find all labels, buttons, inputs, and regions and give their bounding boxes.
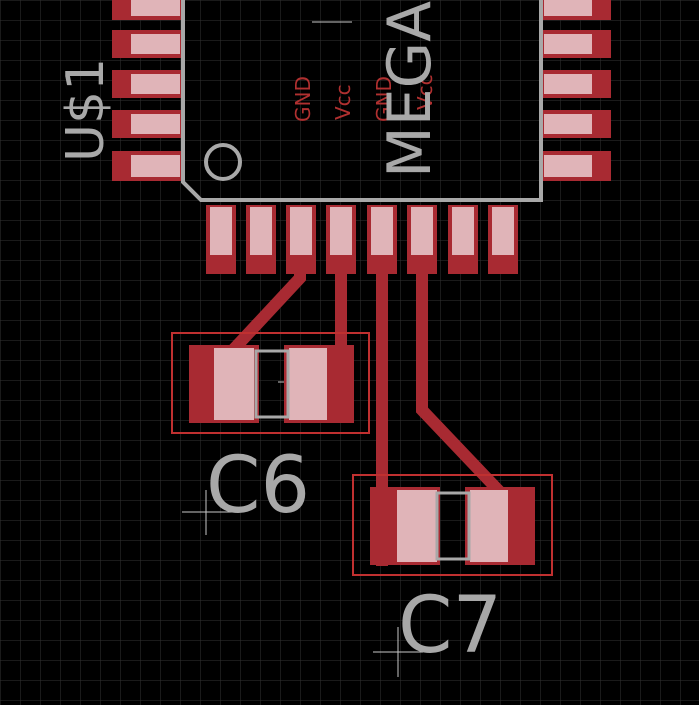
pad[interactable] bbox=[112, 0, 182, 20]
pad[interactable] bbox=[286, 205, 316, 274]
capacitor-c6[interactable] bbox=[171, 332, 370, 434]
pad[interactable] bbox=[206, 205, 236, 274]
c6-keepout bbox=[171, 332, 370, 434]
part-name-c6: C6 bbox=[206, 441, 310, 531]
pad[interactable] bbox=[542, 70, 611, 98]
c7-body-outline bbox=[435, 491, 471, 561]
capacitor-c7[interactable] bbox=[352, 474, 553, 576]
pad[interactable] bbox=[326, 205, 356, 274]
pad[interactable] bbox=[112, 70, 182, 98]
u1-bottom-pins bbox=[206, 205, 518, 274]
pad[interactable] bbox=[542, 30, 611, 58]
pad[interactable] bbox=[448, 205, 478, 274]
pad[interactable] bbox=[112, 30, 182, 58]
pad[interactable] bbox=[112, 151, 182, 181]
part-value-u1: MEGA328 bbox=[375, 0, 445, 178]
trace-vcc-c7[interactable] bbox=[416, 256, 509, 501]
pin-label-vcc: Vcc bbox=[413, 74, 437, 110]
pad[interactable] bbox=[542, 110, 611, 138]
pin-label-gnd: GND bbox=[291, 76, 315, 122]
part-name-u1: U$1 bbox=[56, 58, 116, 162]
pad[interactable] bbox=[112, 110, 182, 138]
pad-finish bbox=[470, 490, 508, 562]
pad-finish bbox=[214, 348, 254, 420]
pad-finish bbox=[397, 490, 437, 562]
pad[interactable] bbox=[367, 205, 397, 274]
u1-right-pins bbox=[542, 0, 611, 181]
pad[interactable] bbox=[542, 151, 611, 181]
c7-keepout bbox=[352, 474, 553, 576]
c6-body-outline bbox=[254, 349, 290, 419]
pin1-marker-icon bbox=[204, 143, 242, 181]
pin-label-gnd: GND bbox=[372, 76, 396, 122]
pad[interactable] bbox=[542, 0, 611, 20]
u1-left-pins bbox=[112, 0, 182, 181]
u1-outline[interactable] bbox=[181, 0, 543, 202]
pad[interactable] bbox=[246, 205, 276, 274]
pad[interactable] bbox=[488, 205, 518, 274]
pad[interactable] bbox=[407, 205, 437, 274]
pin-label-vcc: Vcc bbox=[331, 84, 355, 120]
part-name-c7: C7 bbox=[398, 581, 502, 671]
pad-finish bbox=[289, 348, 327, 420]
